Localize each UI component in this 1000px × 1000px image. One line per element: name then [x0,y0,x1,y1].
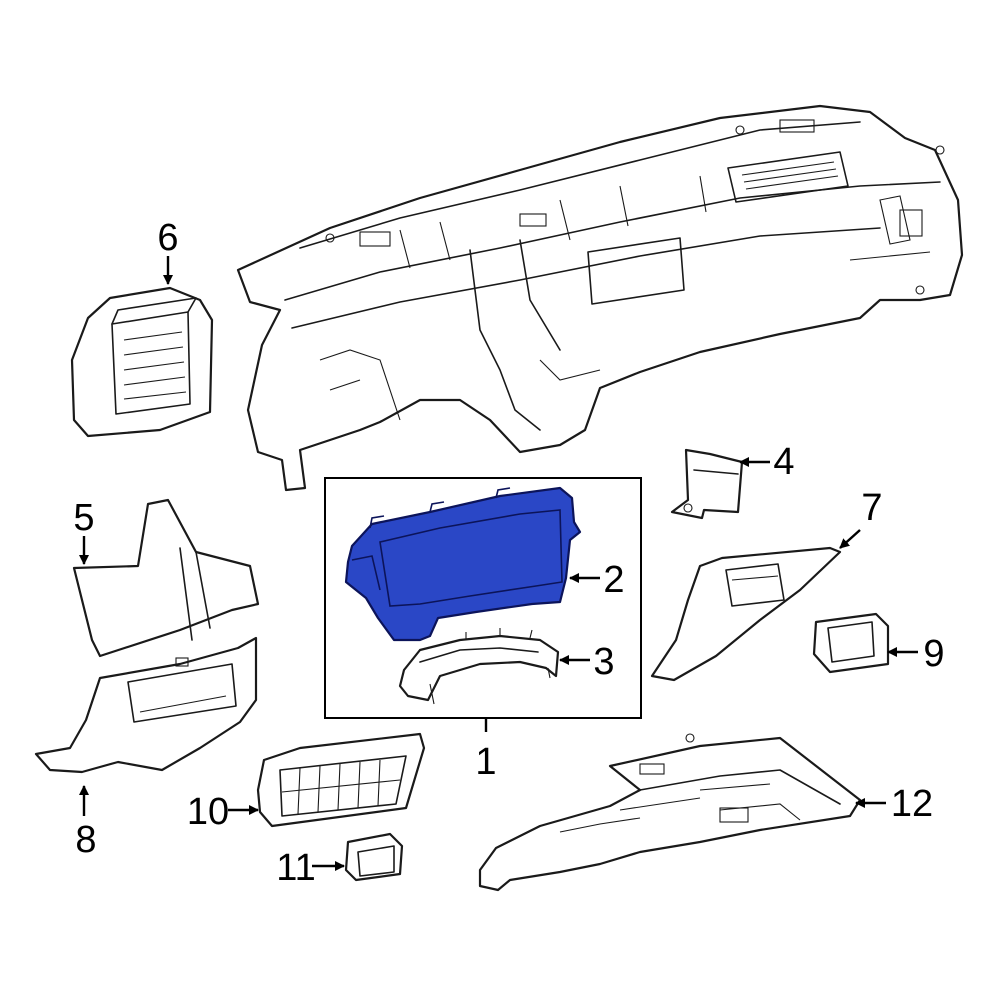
callout-3: 3 [593,641,614,683]
switch-bezel [812,612,890,674]
dashboard-frame [236,104,964,492]
callout-11: 11 [276,847,315,889]
lower-reinforcement-tray [478,733,862,892]
center-air-vent [256,732,426,828]
callout-9: 9 [923,633,944,675]
right-lower-trim-panel [650,546,842,682]
callout-1: 1 [475,741,496,783]
mounting-bracket [670,448,744,520]
side-air-vent [70,286,214,438]
small-switch-button [344,832,404,882]
callout-numbers: 6 5 8 4 7 2 3 9 1 10 11 12 [73,217,944,889]
callout-4: 4 [773,441,794,483]
callout-10: 10 [187,791,229,833]
callout-12: 12 [891,783,933,825]
instrument-cluster-bezel-highlighted [344,486,582,642]
assembly-group-box [324,477,642,719]
callout-2: 2 [603,559,624,601]
callout-7: 7 [861,487,882,529]
knee-bolster-panel [34,636,258,774]
side-cover-panel [72,498,260,658]
leader-lines [79,256,918,871]
callout-8: 8 [75,819,96,861]
callout-5: 5 [73,497,94,539]
cluster-trim-ring [398,628,560,705]
callout-6: 6 [157,217,178,259]
